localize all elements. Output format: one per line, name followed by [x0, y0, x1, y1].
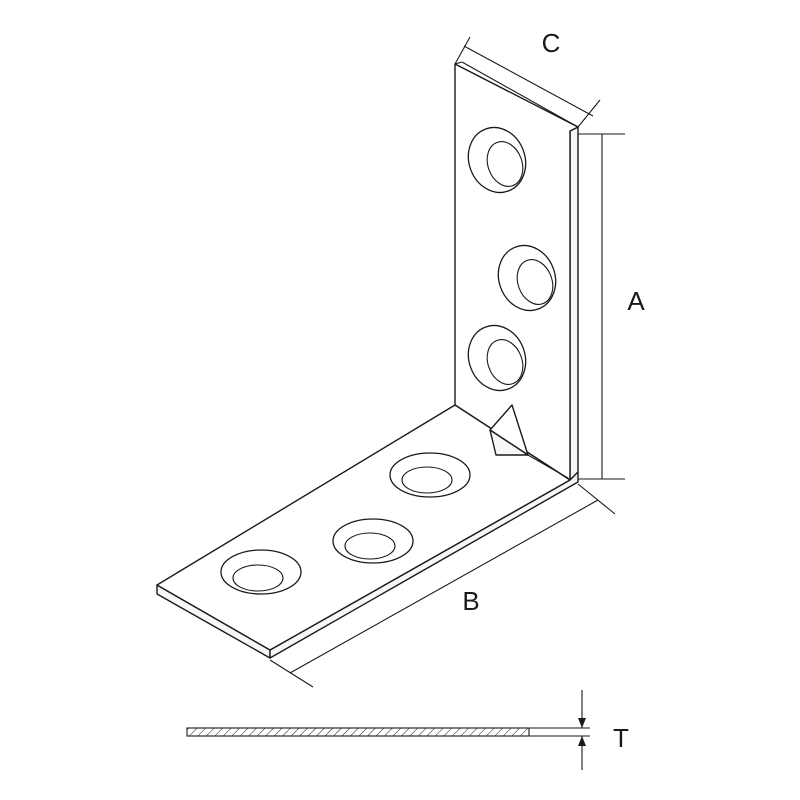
dimension-a — [578, 133, 625, 480]
horizontal-hole-2 — [332, 518, 414, 564]
vertical-leg-side — [569, 126, 579, 481]
vertical-hole-3 — [467, 324, 527, 392]
dimension-c — [454, 36, 601, 128]
dimension-t — [529, 690, 590, 770]
thickness-section — [186, 727, 530, 737]
horizontal-hole-1 — [389, 452, 471, 498]
vertical-hole-2 — [497, 244, 557, 312]
gusset-rib — [489, 404, 569, 479]
dimension-t-label: T — [613, 723, 629, 753]
dimension-b — [269, 483, 616, 688]
vertical-leg-top-corner — [454, 61, 463, 65]
dimension-a-label: A — [627, 286, 645, 316]
horizontal-hole-3 — [220, 549, 302, 595]
vertical-hole-1 — [467, 126, 527, 194]
dimension-b-label: B — [462, 586, 479, 616]
dimension-c-label: C — [542, 28, 561, 58]
vertical-leg-top-edge — [461, 61, 579, 128]
